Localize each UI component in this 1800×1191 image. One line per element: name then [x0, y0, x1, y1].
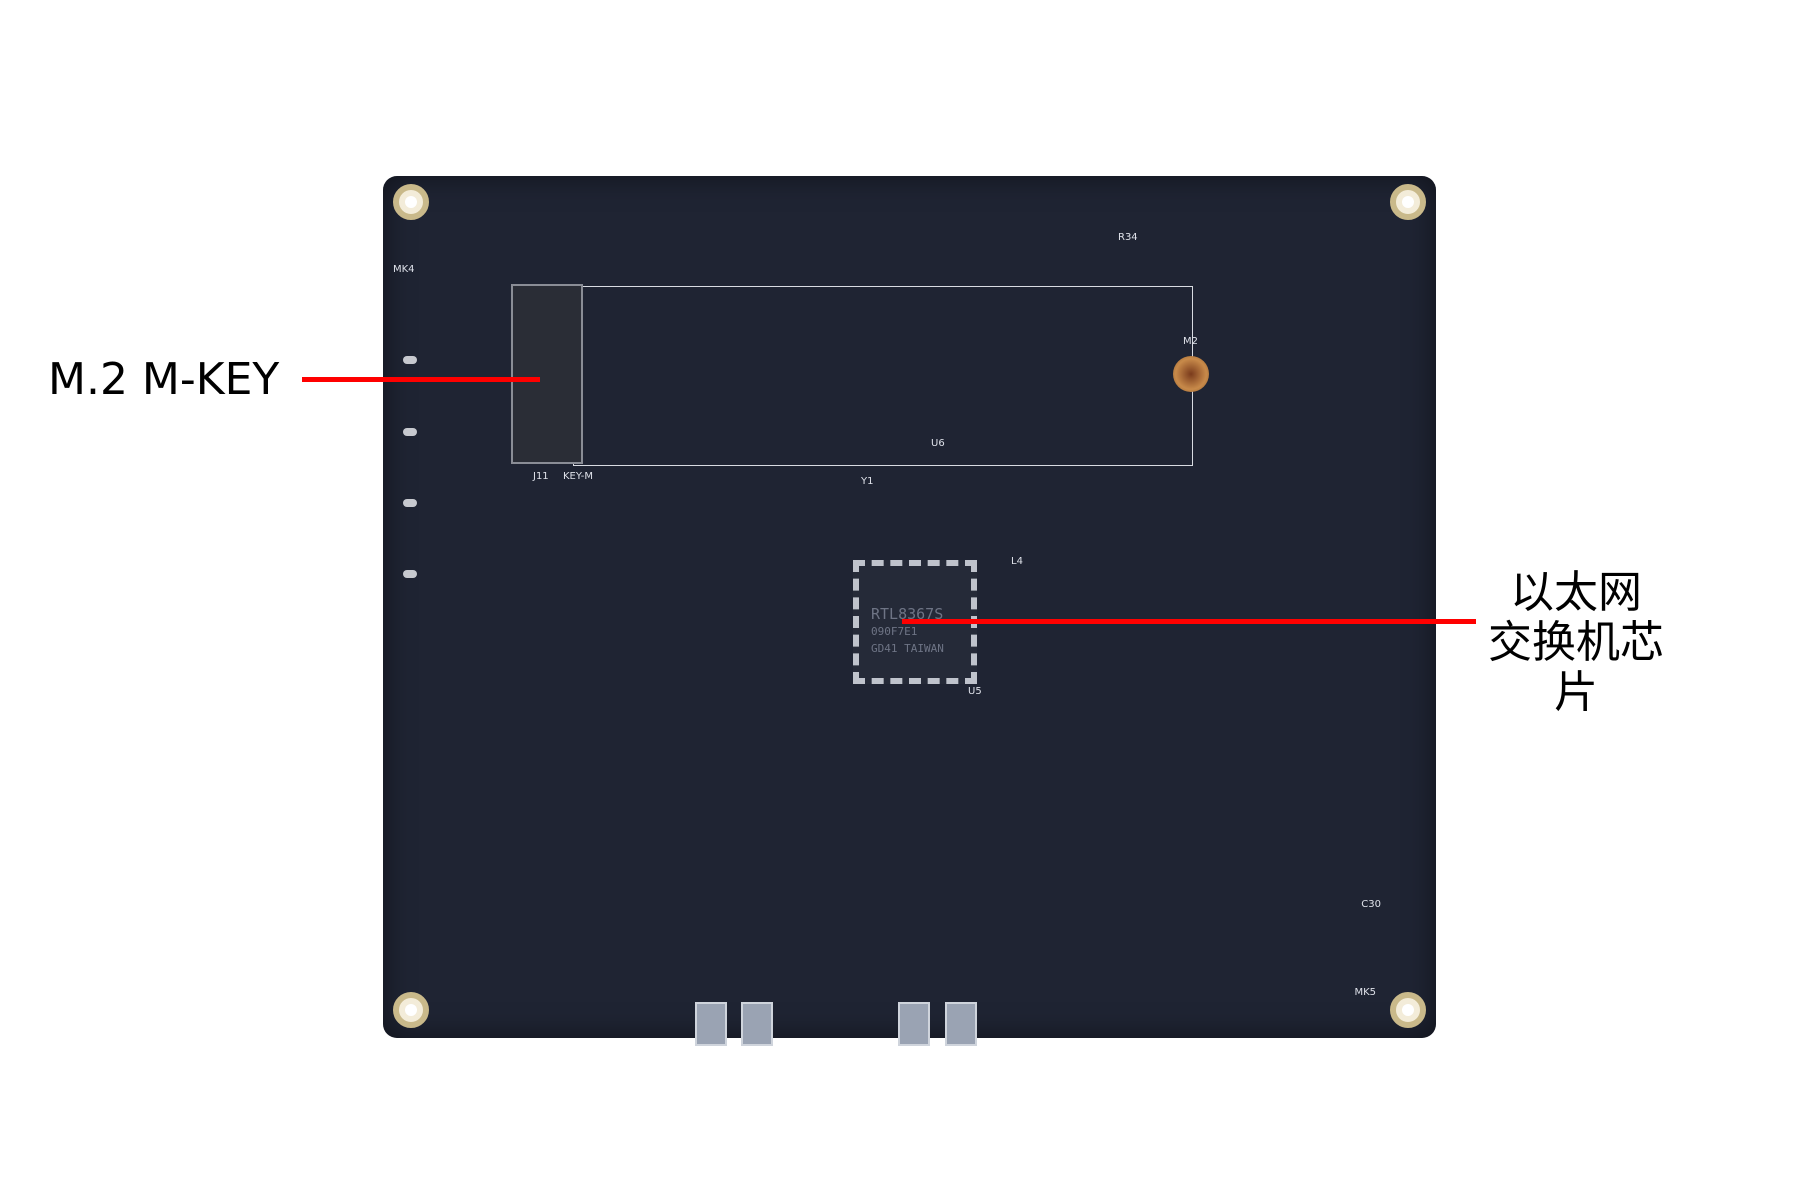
silk-label: MK5 [1354, 987, 1376, 998]
silk-label: M2 [1183, 336, 1198, 347]
mounting-hole [1390, 184, 1426, 220]
usb-port [741, 1002, 773, 1046]
usb-port [945, 1002, 977, 1046]
silk-label: L4 [1011, 556, 1023, 567]
usb-port [898, 1002, 930, 1046]
chip-marking: GD41 TAIWAN [871, 642, 944, 655]
m2-standoff [1173, 356, 1209, 392]
silk-label: R34 [1118, 232, 1138, 243]
ethernet-callout-line [902, 619, 1476, 624]
silk-label: Y1 [861, 476, 874, 487]
silk-label: C30 [1361, 899, 1381, 910]
pad [403, 499, 417, 507]
m2-outline [573, 286, 1193, 466]
mounting-hole [1390, 992, 1426, 1028]
m2-callout-label: M.2 M-KEY [48, 354, 280, 405]
chip-marking: 090F7E1 [871, 625, 918, 638]
silk-label: KEY-M [563, 471, 594, 482]
m2-slot [511, 284, 583, 464]
pcb-board: J11 KEY-M M2 U5 U6 Y1 L4 MK4 MK5 C30 R34… [383, 176, 1436, 1046]
m2-callout-line [302, 377, 540, 382]
chip-marking: RTL8367S [871, 605, 944, 623]
callout-line2: 交换机芯片 [1488, 617, 1664, 718]
pad [403, 570, 417, 578]
mounting-hole [393, 992, 429, 1028]
ethernet-callout-label: 以太网 交换机芯片 [1476, 568, 1676, 718]
silk-label: U6 [931, 438, 945, 449]
usb-port [695, 1002, 727, 1046]
mounting-hole [393, 184, 429, 220]
pad [403, 356, 417, 364]
silk-label: MK4 [393, 264, 415, 275]
callout-line1: 以太网 [1510, 567, 1642, 618]
pad [403, 428, 417, 436]
silk-label: J11 [533, 471, 549, 482]
silk-label: U5 [968, 686, 982, 697]
